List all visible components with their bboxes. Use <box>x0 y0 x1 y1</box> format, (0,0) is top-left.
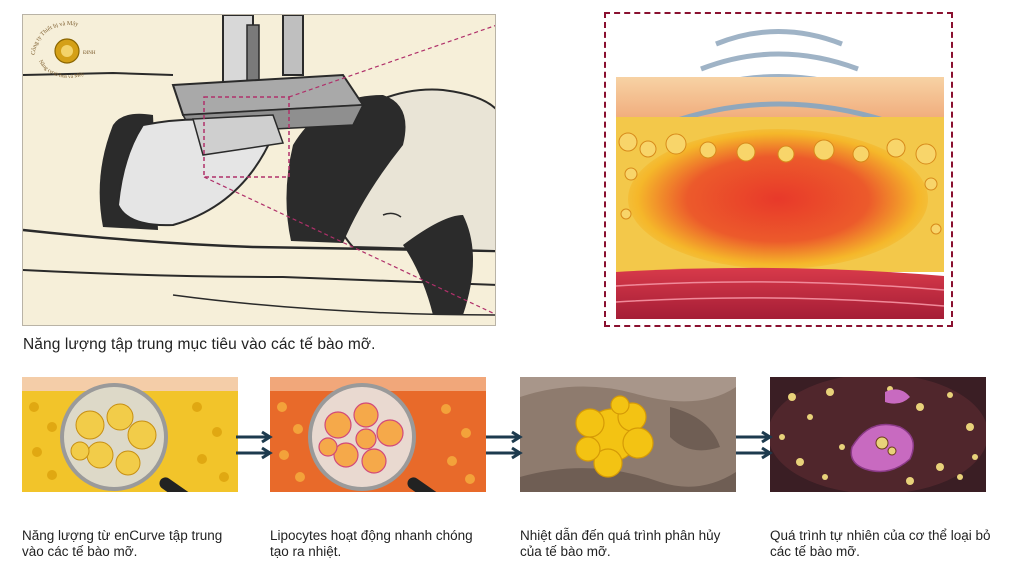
step-1-caption-line1: Năng lượng từ enCurve tập trung <box>22 528 223 543</box>
step-3-caption-line1: Nhiệt dẫn đến quá trình phân hủy <box>520 528 721 543</box>
step-3-caption: Nhiệt dẫn đến quá trình phân hủy của tế … <box>520 528 760 560</box>
main-caption: Năng lượng tập trung mục tiêu vào các tế… <box>23 336 376 353</box>
arrow-icon <box>736 430 778 460</box>
step-2-caption: Lipocytes hoạt động nhanh chóng tạo ra n… <box>270 528 510 560</box>
step-3-image <box>520 377 736 492</box>
step-4-caption: Quá trình tự nhiên của cơ thể loại bỏ cá… <box>770 528 1010 560</box>
step-3-caption-line2: của tế bào mỡ. <box>520 544 611 559</box>
step-4-image <box>770 377 986 492</box>
step-4-caption-line2: các tế bào mỡ. <box>770 544 860 559</box>
company-logo: Công ty Thiết bị và Máy Nâng cơ từ hoá v… <box>27 17 111 87</box>
step-2-caption-line2: tạo ra nhiệt. <box>270 544 342 559</box>
device-illustration: Công ty Thiết bị và Máy Nâng cơ từ hoá v… <box>22 14 496 326</box>
logo-side-text: ĐINH <box>83 51 96 56</box>
step-2-caption-line1: Lipocytes hoạt động nhanh chóng <box>270 528 473 543</box>
arrow-icon <box>486 430 528 460</box>
step-4-caption-line1: Quá trình tự nhiên của cơ thể loại bỏ <box>770 528 991 543</box>
energy-wave-1 <box>715 29 843 47</box>
step-2-image <box>270 377 486 492</box>
arrow-icon <box>236 430 278 460</box>
step-1-caption-line2: vào các tế bào mỡ. <box>22 544 138 559</box>
step-1-image <box>22 377 238 492</box>
skin-cross-section <box>604 12 953 327</box>
step-1-caption: Năng lượng từ enCurve tập trung vào các … <box>22 528 262 560</box>
energy-wave-2 <box>700 51 859 72</box>
